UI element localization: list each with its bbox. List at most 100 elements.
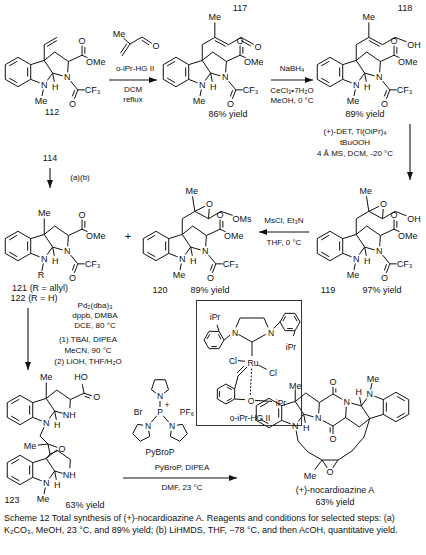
bond-line xyxy=(57,390,71,399)
bond-line xyxy=(396,47,397,54)
bond-line xyxy=(210,264,212,270)
bond-line xyxy=(53,73,63,76)
bond-line xyxy=(226,399,235,404)
bond-line xyxy=(217,384,226,389)
bond-line xyxy=(176,57,189,64)
bond-line xyxy=(168,239,169,254)
bond-line xyxy=(55,471,63,473)
bond-line xyxy=(343,79,352,82)
atom-label: OMs xyxy=(233,214,252,223)
bond-line xyxy=(213,52,227,61)
bond-line xyxy=(380,229,394,235)
bond-line xyxy=(155,379,166,380)
bond-line xyxy=(365,247,367,256)
reagent-text: (1) TBAI, DIPEA xyxy=(59,336,117,344)
bond-line xyxy=(69,460,71,469)
reaction-arrow xyxy=(49,168,50,188)
node-text: N xyxy=(169,422,175,431)
atom-label: H xyxy=(364,82,371,91)
bond-line xyxy=(333,394,342,399)
atom-label: H xyxy=(355,388,362,397)
compound-group: 112 xyxy=(2,18,106,120)
bond-line xyxy=(27,241,28,250)
bond-line xyxy=(209,255,216,264)
compound-label: 114 xyxy=(43,154,57,163)
bond-line xyxy=(298,414,303,422)
bond-line xyxy=(207,334,210,339)
bond-line xyxy=(84,393,92,396)
bond-line xyxy=(237,366,244,373)
atom-label: H xyxy=(52,82,59,91)
atom-label: N xyxy=(292,421,299,430)
bond-line xyxy=(365,247,375,250)
bond-line xyxy=(130,37,142,44)
bond-line xyxy=(217,399,226,404)
bond-line xyxy=(238,367,247,376)
bond-line xyxy=(219,331,224,340)
bond-line xyxy=(296,431,298,441)
bond-line xyxy=(9,235,17,240)
atom-label: O xyxy=(329,435,336,444)
reagent-text: (a)(b) xyxy=(70,174,90,182)
bond-line xyxy=(167,78,175,83)
bond-line xyxy=(84,221,85,228)
atom-label: H xyxy=(54,420,61,429)
node-text: iPr xyxy=(286,343,296,352)
atom-label: H xyxy=(54,480,61,489)
bond-line xyxy=(188,65,189,80)
bond-line xyxy=(330,231,343,238)
bond-line xyxy=(383,400,384,415)
bond-line xyxy=(148,431,150,437)
node-text: PyBroP xyxy=(146,448,175,457)
bond-line xyxy=(44,226,55,234)
atom-label: O xyxy=(381,99,388,108)
bond-line xyxy=(367,226,381,235)
bond-line xyxy=(346,418,360,427)
bond-line xyxy=(44,52,55,60)
compound-group: NP+BrNNPF₆PyBroP xyxy=(128,382,198,458)
bond-line xyxy=(133,424,138,433)
bond-line xyxy=(295,313,300,322)
bond-line xyxy=(343,60,357,64)
bond-line xyxy=(365,73,375,76)
atom-label: Me xyxy=(347,96,360,105)
atom-label: O xyxy=(217,210,224,219)
bond-line xyxy=(5,57,18,64)
bond-line xyxy=(44,488,45,494)
atom-label: N xyxy=(353,254,360,263)
atom-label: Me xyxy=(185,187,198,196)
bond-line xyxy=(216,263,223,264)
reagent-text: 4 Å MS, DCM, -20 °C xyxy=(317,150,393,158)
node-text: 89% yield xyxy=(190,286,229,295)
bond-line xyxy=(7,417,20,424)
bond-line xyxy=(219,340,224,349)
bond-line xyxy=(50,451,57,454)
reagent-text: DCM xyxy=(124,86,142,94)
bond-line xyxy=(317,65,318,80)
node-text: N xyxy=(268,329,274,338)
atom-label: N xyxy=(202,247,209,256)
compound-group: 114 xyxy=(36,150,64,166)
bond-line xyxy=(283,316,286,321)
bond-line xyxy=(317,253,330,260)
compound-label: iPr xyxy=(210,313,220,322)
bond-line xyxy=(369,211,383,218)
bond-line xyxy=(180,434,187,441)
atom-label: OMe xyxy=(86,57,106,66)
bond-line xyxy=(143,239,144,254)
bond-line xyxy=(192,196,194,211)
reagent-text: (2) LiOH, THF/H₂O xyxy=(54,358,121,366)
bond-line xyxy=(319,394,333,403)
bond-line xyxy=(317,231,330,238)
compound-group: 121 (R = allyl)122 (R = H) xyxy=(0,190,118,306)
bond-line xyxy=(18,57,31,64)
bond-line xyxy=(191,247,201,250)
bond-line xyxy=(7,403,8,418)
compound-label: 120 xyxy=(152,286,167,295)
bond-line xyxy=(232,90,235,99)
bond-line xyxy=(11,459,19,464)
bond-line xyxy=(343,234,357,238)
bond-line xyxy=(167,61,175,66)
bond-line xyxy=(366,196,368,211)
atom-label: N xyxy=(376,247,383,256)
